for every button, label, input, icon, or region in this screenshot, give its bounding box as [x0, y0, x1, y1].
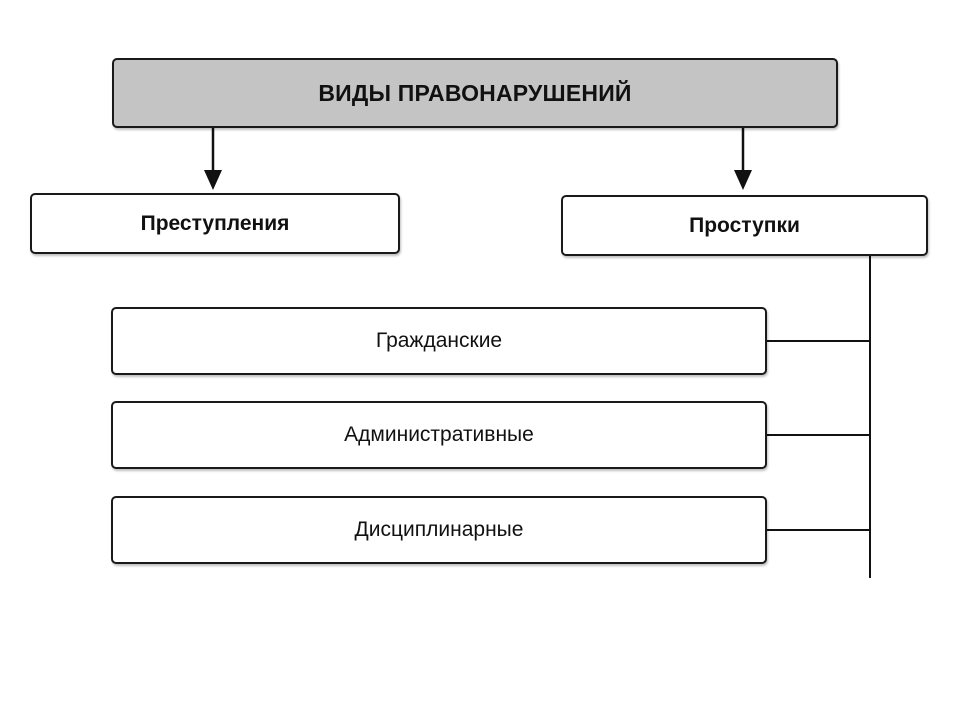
administrative-offenses-label: Административные — [344, 423, 534, 446]
diagram-title: ВИДЫ ПРАВОНАРУШЕНИЙ — [318, 79, 632, 106]
arrowhead-crimes — [204, 170, 222, 190]
disciplinary-offenses-box: Дисциплинарные — [111, 496, 767, 564]
civil-offenses-box: Гражданские — [111, 307, 767, 375]
arrowhead-offenses — [734, 170, 752, 190]
crimes-label: Преступления — [140, 211, 290, 235]
offenses-label: Проступки — [689, 213, 800, 237]
civil-offenses-label: Гражданские — [375, 329, 503, 352]
diagram-title-box: ВИДЫ ПРАВОНАРУШЕНИЙ — [112, 58, 838, 128]
disciplinary-offenses-label: Дисциплинарные — [354, 518, 524, 541]
offenses-box: Проступки — [561, 195, 928, 256]
crimes-box: Преступления — [30, 193, 400, 254]
administrative-offenses-box: Административные — [111, 401, 767, 469]
